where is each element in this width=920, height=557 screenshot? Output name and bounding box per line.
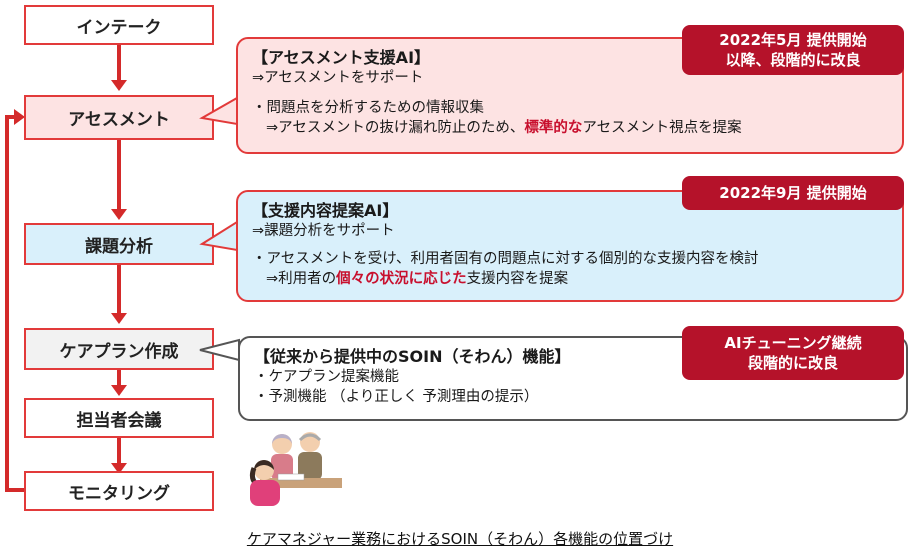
badge-text: AIチューニング継続	[724, 334, 862, 352]
floor-line	[242, 506, 352, 510]
elderly-man-hair	[298, 433, 322, 442]
step-assessment: アセスメント	[24, 95, 214, 140]
callout-title: 【支援内容提案AI】	[252, 201, 399, 220]
flow-connector	[117, 264, 121, 313]
feedback-loop-arrowhead	[14, 109, 25, 125]
care-manager-hair	[254, 460, 274, 470]
callout-text: ⇒利用者の	[266, 271, 337, 287]
document	[277, 473, 305, 481]
feedback-loop-top	[5, 115, 17, 119]
callout-text: アセスメント視点を提案	[582, 120, 742, 136]
callout-line: ・予測機能 （より正しく 予測理由の提示）	[254, 389, 539, 405]
callout-line: ⇒アセスメントの抜け漏れ防止のため、標準的なアセスメント視点を提案	[252, 118, 888, 138]
step-staff-meeting: 担当者会議	[24, 398, 214, 438]
step-care-plan: ケアプラン作成	[24, 328, 214, 370]
flow-arrowhead	[111, 385, 127, 396]
figure-caption: ケアマネジャー業務におけるSOIN（そわん）各機能の位置づけ	[246, 530, 674, 548]
step-intake: インテーク	[24, 5, 214, 45]
table	[260, 478, 342, 488]
consultation-illustration	[242, 432, 352, 510]
badge-text: 2022年9月 提供開始	[719, 184, 867, 202]
elderly-woman-head	[272, 434, 292, 454]
step-issue-analysis: 課題分析	[24, 223, 214, 265]
analysis-release-badge: 2022年9月 提供開始	[682, 176, 904, 210]
flow-arrowhead	[111, 313, 127, 324]
badge-text: 2022年5月 提供開始	[719, 31, 867, 49]
badge-text: 段階的に改良	[747, 354, 838, 372]
callout-title: 【従来から提供中のSOIN（そわん）機能】	[254, 347, 571, 366]
flow-connector	[117, 139, 121, 209]
callout-line: ⇒利用者の個々の状況に応じた支援内容を提案	[252, 269, 888, 289]
callout-text: ⇒アセスメントの抜け漏れ防止のため、	[266, 120, 525, 136]
flow-connector	[117, 437, 121, 463]
callout-line: ・ケアプラン提案機能	[254, 369, 399, 385]
flow-arrowhead	[111, 209, 127, 220]
flow-connector	[117, 44, 121, 80]
care-manager-body	[250, 480, 280, 506]
highlight-text: 個々の状況に応じた	[336, 271, 467, 287]
callout-line: ・問題点を分析するための情報収集	[252, 100, 484, 116]
step-monitoring: モニタリング	[24, 471, 214, 511]
assessment-release-badge: 2022年5月 提供開始 以降、段階的に改良	[682, 25, 904, 75]
callout-text: 支援内容を提案	[466, 271, 569, 287]
elderly-woman-body	[271, 454, 293, 480]
highlight-text: 標準的な	[524, 120, 583, 136]
callout-line: ・アセスメントを受け、利用者固有の問題点に対する個別的な支援内容を検討	[252, 251, 759, 267]
callout-subtitle: ⇒アセスメントをサポート	[252, 70, 424, 86]
callout-title: 【アセスメント支援AI】	[252, 48, 431, 67]
ai-tuning-badge: AIチューニング継続 段階的に改良	[682, 326, 904, 380]
flow-arrowhead	[111, 463, 127, 474]
flow-connector	[117, 370, 121, 385]
feedback-loop-bottom	[5, 488, 25, 492]
elderly-woman-hair	[272, 434, 292, 444]
elderly-man-body	[298, 452, 322, 480]
callout-subtitle: ⇒課題分析をサポート	[252, 223, 395, 239]
flow-arrowhead	[111, 80, 127, 91]
feedback-loop-vertical	[5, 115, 9, 492]
badge-text: 以降、段階的に改良	[725, 51, 861, 69]
